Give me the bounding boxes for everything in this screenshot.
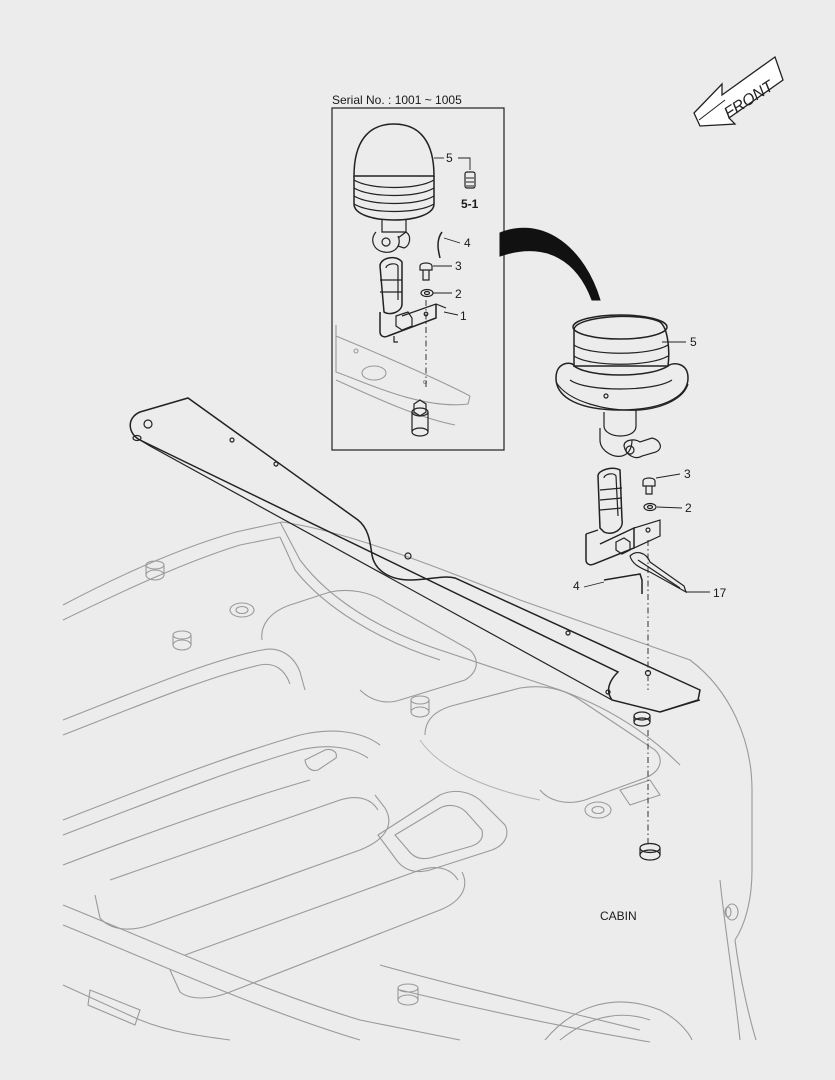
cabin-roof — [62, 521, 757, 1043]
cabin-label: CABIN — [600, 909, 637, 923]
bulb-inset — [464, 171, 476, 189]
callout-inset-5-1: 5-1 — [461, 197, 479, 211]
roof-stud — [410, 695, 430, 718]
callout-main-17: 17 — [713, 586, 727, 600]
front-direction-arrow: FRONT — [693, 55, 784, 127]
callout-main-2: 2 — [685, 501, 692, 515]
beacon-light-main — [555, 314, 689, 459]
roof-stud — [397, 983, 419, 1006]
roof-stud — [584, 801, 612, 819]
callout-main-3: 3 — [684, 467, 691, 481]
roof-stud — [229, 602, 255, 618]
callout-inset-3: 3 — [455, 259, 462, 273]
bolt-main — [642, 477, 656, 495]
cable-tie — [629, 552, 688, 594]
serial-inset — [331, 107, 505, 451]
beacon-light-inset — [353, 123, 435, 253]
callout-inset-2: 2 — [455, 287, 462, 301]
mount-pole-inset — [379, 256, 447, 343]
callout-inset-4: 4 — [464, 236, 471, 250]
pin-main — [603, 573, 643, 594]
inset-grommet — [411, 399, 429, 437]
callout-inset-5: 5 — [446, 151, 453, 165]
roof-stud — [724, 903, 739, 921]
callout-main-4: 4 — [573, 579, 580, 593]
roof-stud — [145, 560, 165, 581]
pin-inset — [437, 231, 443, 259]
roof-stud — [172, 630, 192, 651]
bracket-bolt — [633, 711, 651, 727]
callout-inset-1: 1 — [460, 309, 467, 323]
mounting-bracket — [129, 397, 701, 727]
callout-main-5: 5 — [690, 335, 697, 349]
inset-serial-title: Serial No. : 1001 ~ 1005 — [332, 93, 462, 107]
mount-pole-main — [585, 467, 661, 566]
roof-grommet — [639, 842, 661, 861]
bolt-inset — [419, 262, 433, 281]
inset-callouts: 5 5-1 4 3 2 1 — [433, 151, 479, 323]
washer-main — [643, 502, 657, 512]
main-callouts: 5 3 2 4 17 — [573, 335, 727, 600]
detail-arrow — [499, 227, 601, 301]
